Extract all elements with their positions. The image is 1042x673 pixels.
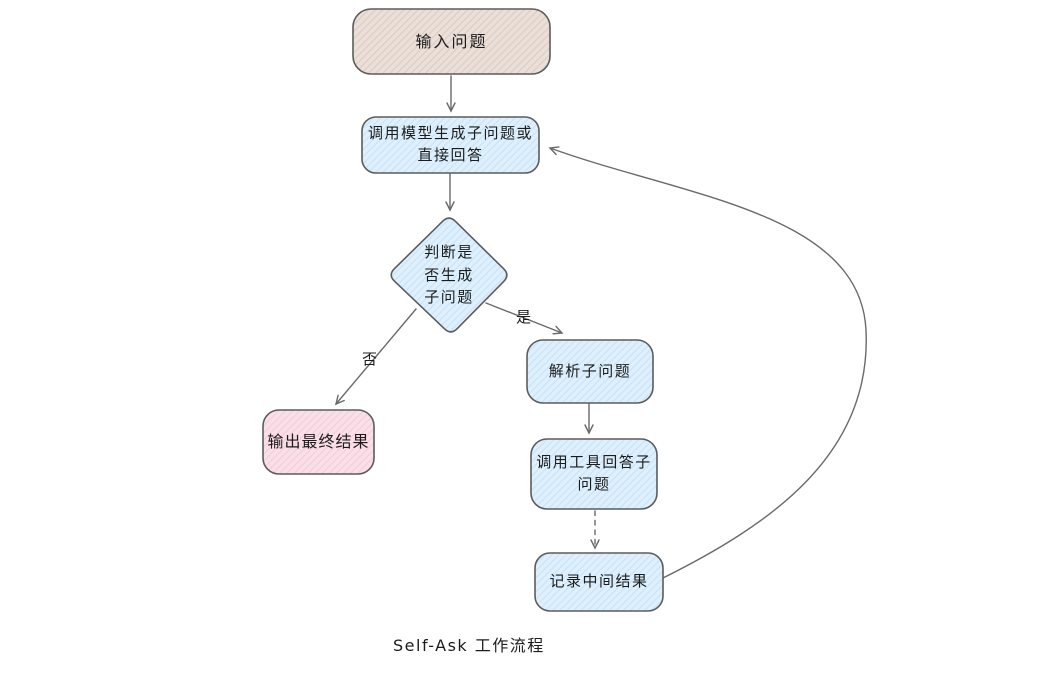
node-call-tool-box [530,438,658,510]
edge-decision-yes-to-parse [485,302,564,335]
node-output-box [262,409,375,475]
node-input-box [352,8,551,75]
edge-record-loop-to-call-model [548,146,867,580]
node-decision-diamond [390,217,508,333]
edge-decision-no-to-output [334,308,417,406]
diagram-caption: Self-Ask 工作流程 [393,636,545,655]
node-record-box [534,552,664,612]
node-parse-box [526,339,654,404]
node-call-model-box [361,116,540,174]
